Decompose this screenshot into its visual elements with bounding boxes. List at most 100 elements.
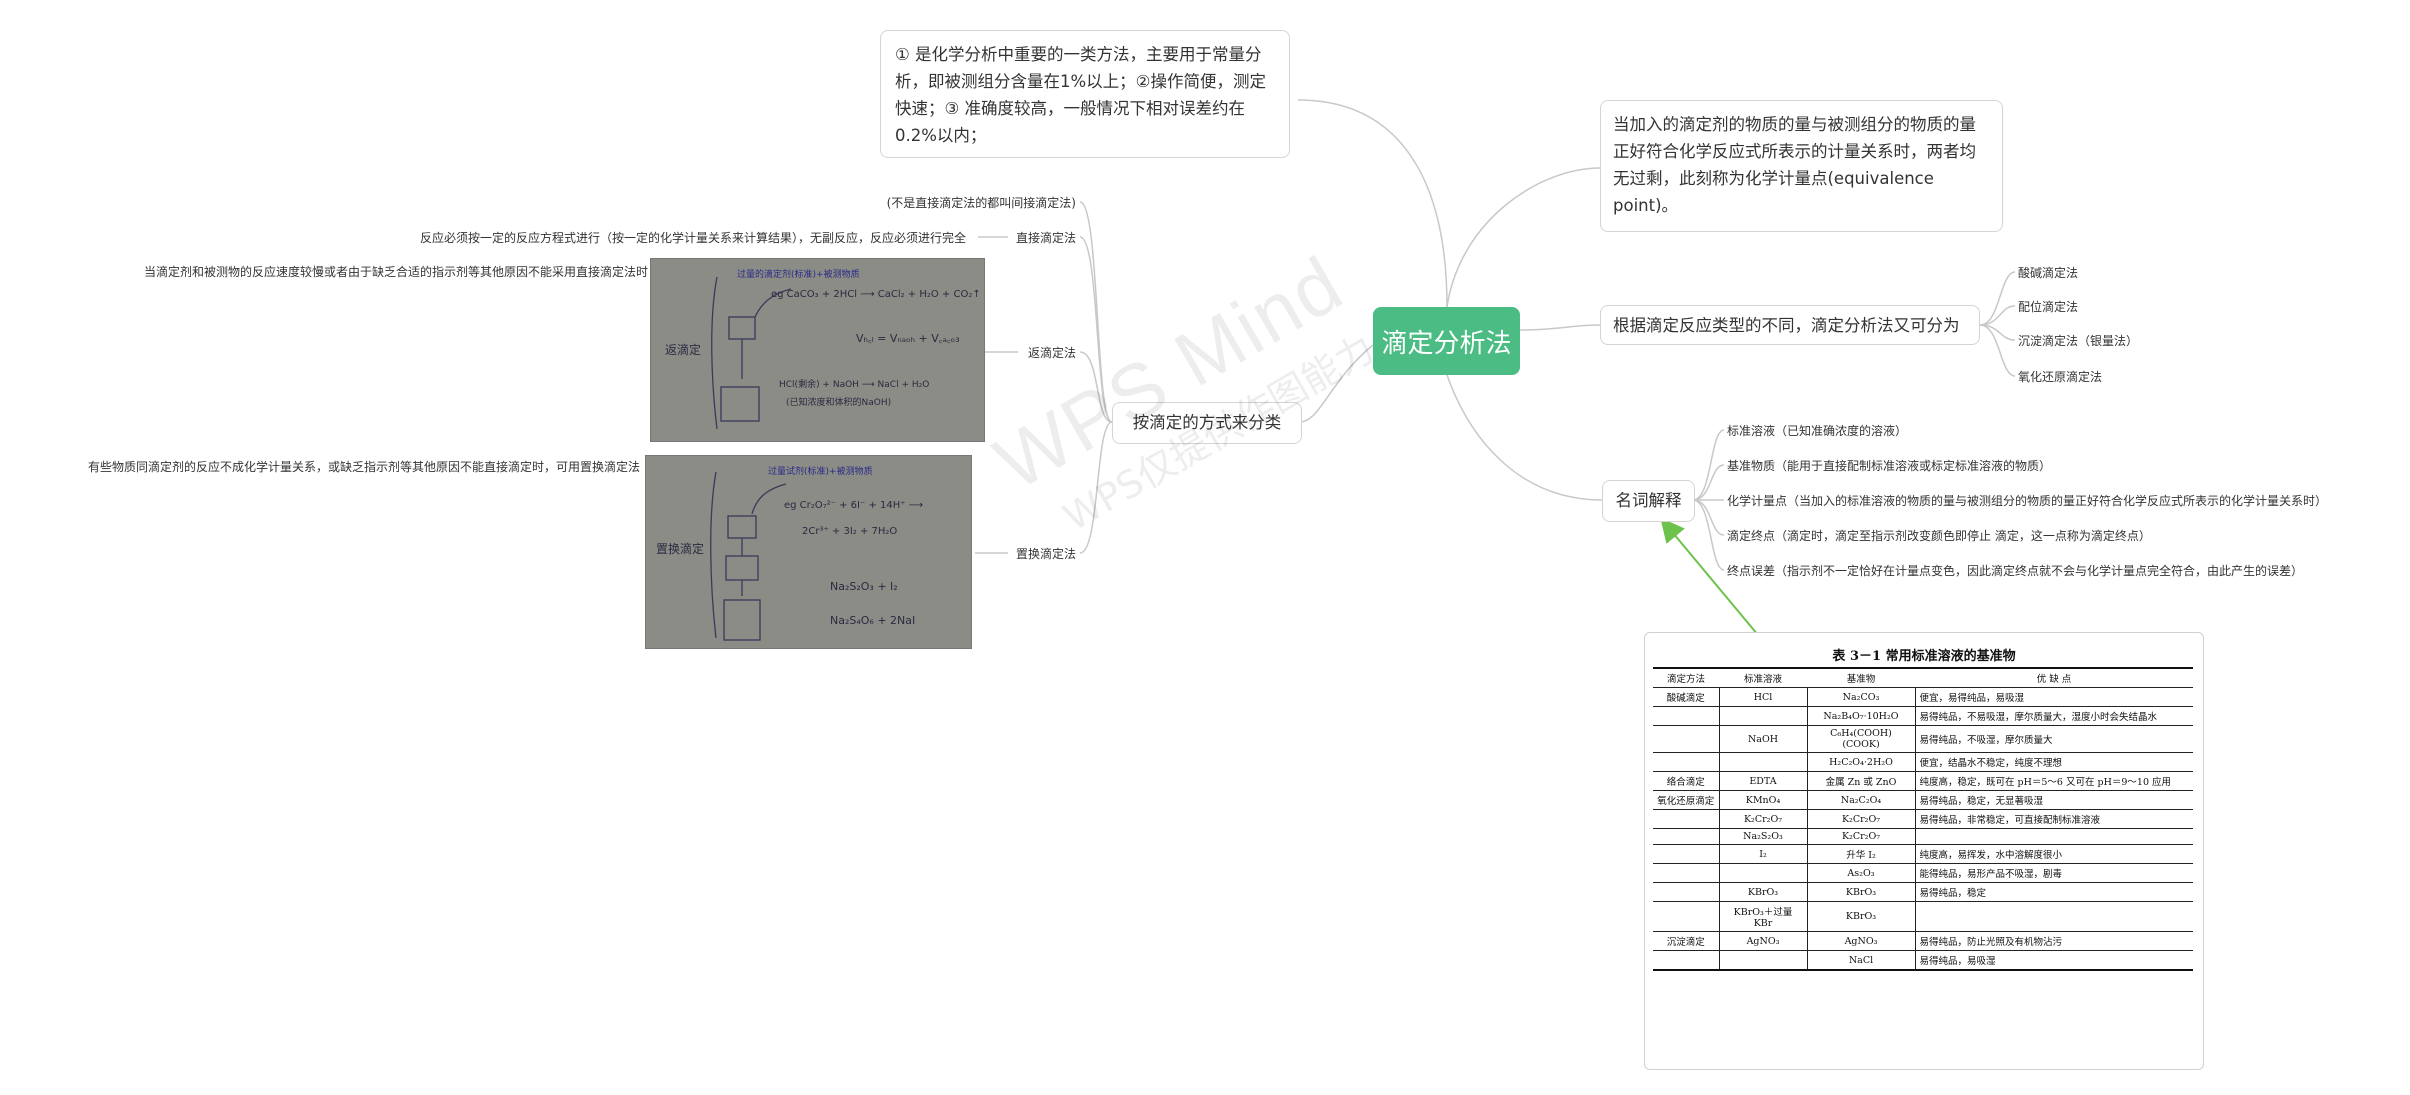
- equivalence-text: 当加入的滴定剂的物质的量与被测组分的物质的量正好符合化学反应式所表示的计量关系时…: [1613, 115, 1976, 215]
- table-cell: EDTA: [1719, 771, 1808, 791]
- table-cell: [1653, 828, 1720, 845]
- back-photo-line-1: 过量的滴定剂(标准)+被测物质: [737, 270, 860, 280]
- table-cell: HCl: [1719, 687, 1808, 707]
- table-cell: 易得纯品，防止光照及有机物沾污: [1915, 931, 2193, 951]
- table-cell: H₂C₂O₄·2H₂O: [1807, 752, 1916, 772]
- table-cell: [1653, 706, 1720, 726]
- replace-photo-line-3: 2Cr³⁺ + 3I₂ + 7H₂O: [802, 526, 898, 537]
- types-card[interactable]: 根据滴定反应类型的不同，滴定分析法又可分为: [1600, 305, 1980, 345]
- term-primary-standard[interactable]: 基准物质（能用于直接配制标准溶液或标定标准溶液的物质）: [1727, 459, 2052, 473]
- table-cell: Na₂CO₃: [1807, 687, 1916, 707]
- term-stoichiometric-point[interactable]: 化学计量点（当加入的标准溶液的物质的量与被测组分的物质的量正好符合化学反应式所表…: [1727, 494, 2328, 508]
- table-cell: 升华 I₂: [1807, 844, 1916, 864]
- table-cell: 能得纯品，易形产品不吸湿，剧毒: [1915, 863, 2193, 883]
- table-cell: Na₂B₄O₇·10H₂O: [1807, 706, 1916, 726]
- table-cell: [1653, 725, 1720, 753]
- table-cell: [1653, 882, 1720, 902]
- intro-card[interactable]: ① 是化学分析中重要的一类方法，主要用于常量分析，即被测组分含量在1%以上；②操…: [880, 30, 1290, 158]
- direct-label[interactable]: 直接滴定法: [1015, 231, 1076, 245]
- methods-label: 按滴定的方式来分类: [1132, 413, 1282, 432]
- equivalence-card[interactable]: 当加入的滴定剂的物质的量与被测组分的物质的量正好符合化学反应式所表示的计量关系时…: [1600, 100, 2003, 232]
- table-cell: KMnO₄: [1719, 790, 1808, 810]
- table-header: 滴定方法: [1653, 667, 1719, 688]
- table-cell: [1719, 706, 1808, 726]
- table-cell: NaCl: [1807, 950, 1916, 971]
- table-cell: K₂Cr₂O₇: [1807, 809, 1916, 829]
- back-label[interactable]: 返滴定法: [1027, 346, 1076, 360]
- table-cell: KBrO₃＋过量 KBr: [1719, 901, 1808, 932]
- terms-card[interactable]: 名词解释: [1602, 480, 1695, 522]
- table-cell: 氧化还原滴定: [1653, 790, 1720, 810]
- replace-photo-line-1: 过量试剂(标准)+被测物质: [768, 467, 873, 477]
- root-topic[interactable]: 滴定分析法: [1373, 307, 1520, 375]
- types-label: 根据滴定反应类型的不同，滴定分析法又可分为: [1613, 316, 1960, 335]
- table-cell: K₂Cr₂O₇: [1807, 828, 1916, 845]
- type-item-complex[interactable]: 配位滴定法: [2018, 300, 2079, 314]
- replace-titration-photo[interactable]: 置换滴定 过量试剂(标准)+被测物质 eg Cr₂O₇²⁻ + 6I⁻ + 14…: [645, 455, 972, 649]
- table-cell: [1653, 950, 1720, 971]
- term-end-point[interactable]: 滴定终点（滴定时，滴定至指示剂改变颜色即停止 滴定，这一点称为滴定终点）: [1727, 529, 2151, 543]
- table-cell: [1719, 752, 1808, 772]
- term-standard-solution[interactable]: 标准溶液（已知准确浓度的溶液）: [1727, 424, 1908, 438]
- back-photo-line-3: Vₕ꜀ₗ = Vₙₐₒₕ + V꜀ₐ꜀ₒ₃: [856, 332, 960, 345]
- table-cell: AgNO₃: [1719, 931, 1808, 951]
- methods-card[interactable]: 按滴定的方式来分类: [1112, 402, 1302, 444]
- table-header: 标准溶液: [1719, 667, 1807, 688]
- type-item-acid-base[interactable]: 酸碱滴定法: [2018, 266, 2079, 280]
- table-header: 基准物: [1807, 667, 1915, 688]
- table-cell: KBrO₃: [1807, 901, 1916, 932]
- table-cell: 沉淀滴定: [1653, 931, 1720, 951]
- table-cell: [1653, 844, 1720, 864]
- handwritten-notes-sketch: [711, 276, 792, 430]
- table-cell: [1915, 828, 2193, 845]
- back-photo-line-2: eg CaCO₃ + 2HCl ⟶ CaCl₂ + H₂O + CO₂↑: [771, 289, 981, 300]
- standard-solution-table[interactable]: 表 3－1 常用标准溶液的基准物 滴定方法 标准溶液 基准物 优 缺 点 酸碱滴…: [1644, 632, 2204, 1070]
- table-cell: [1719, 950, 1808, 971]
- direct-note[interactable]: 反应必须按一定的反应方程式进行（按一定的化学计量关系来计算结果），无副反应，反应…: [419, 231, 966, 245]
- replace-label[interactable]: 置换滴定法: [1015, 547, 1076, 561]
- table-caption: 表 3－1 常用标准溶液的基准物: [1832, 649, 2016, 664]
- table-cell: [1719, 863, 1808, 883]
- indirect-note[interactable]: (不是直接滴定法的都叫间接滴定法): [886, 196, 1076, 210]
- table-cell: 酸碱滴定: [1653, 687, 1720, 707]
- back-titration-photo[interactable]: 返滴定 过量的滴定剂(标准)+被测物质 eg CaCO₃ + 2HCl ⟶ Ca…: [650, 258, 985, 442]
- table-cell: I₂: [1719, 844, 1808, 864]
- table-cell: NaOH: [1719, 725, 1808, 753]
- table-cell: Na₂S₂O₃: [1719, 828, 1808, 845]
- terms-label: 名词解释: [1615, 491, 1682, 510]
- type-item-precipitation[interactable]: 沉淀滴定法（银量法）: [2018, 334, 2139, 348]
- table-cell: KBrO₃: [1807, 882, 1916, 902]
- table-cell: 易得纯品，稳定，无显著吸湿: [1915, 790, 2193, 810]
- replace-note[interactable]: 有些物质同滴定剂的反应不成化学计量关系，或缺乏指示剂等其他原因不能直接滴定时，可…: [87, 460, 640, 474]
- table-cell: Na₂C₂O₄: [1807, 790, 1916, 810]
- term-end-point-error[interactable]: 终点误差（指示剂不一定恰好在计量点变色，因此滴定终点就不会与化学计量点完全符合，…: [1727, 564, 2304, 578]
- replace-photo-line-4: Na₂S₂O₃ + I₂: [830, 580, 898, 593]
- back-photo-side: 返滴定: [665, 343, 702, 357]
- table-cell: [1653, 752, 1720, 772]
- replace-photo-line-5: Na₂S₄O₆ + 2NaI: [830, 614, 916, 627]
- back-photo-line-5: (已知浓度和体积的NaOH): [786, 398, 892, 408]
- table-cell: As₂O₃: [1807, 863, 1916, 883]
- table-cell: 易得纯品，非常稳定，可直接配制标准溶液: [1915, 809, 2193, 829]
- table-cell: 易得纯品，易吸湿: [1915, 950, 2193, 971]
- table-cell: KBrO₃: [1719, 882, 1808, 902]
- table-cell: C₆H₄(COOH)(COOK): [1807, 725, 1916, 753]
- table-cell: 便宜，易得纯品，易吸湿: [1915, 687, 2193, 707]
- table-cell: 纯度高，易挥发，水中溶解度很小: [1915, 844, 2193, 864]
- back-note[interactable]: 当滴定剂和被测物的反应速度较慢或者由于缺乏合适的指示剂等其他原因不能采用直接滴定…: [143, 265, 648, 279]
- table-cell: [1915, 901, 2193, 932]
- type-item-redox[interactable]: 氧化还原滴定法: [2018, 370, 2103, 384]
- table-header: 优 缺 点: [1915, 667, 2193, 688]
